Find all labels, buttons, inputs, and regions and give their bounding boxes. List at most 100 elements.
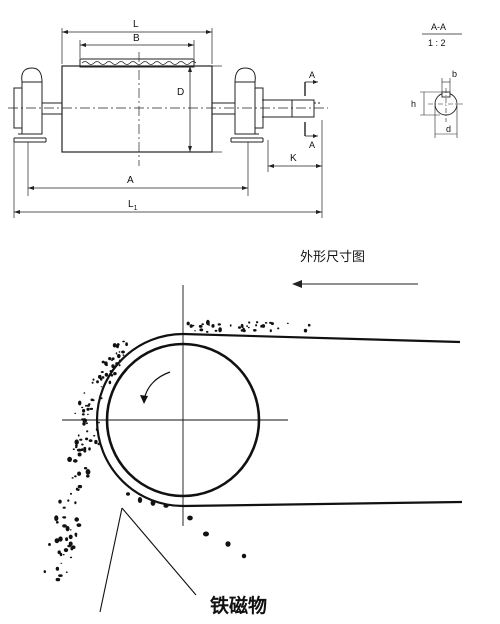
particle [100,371,104,373]
particle [82,408,86,413]
particle [118,364,121,367]
left-bearing-housing [13,67,47,143]
particle [67,499,70,502]
particle [214,329,218,332]
particle [277,327,280,330]
particle [75,444,78,448]
particle [126,492,130,496]
particle [74,532,78,537]
particle [70,492,72,495]
section-scale: 1 : 2 [428,38,446,48]
belt-wrap [95,332,184,508]
particle [71,477,74,479]
particle [303,328,308,333]
particle [83,448,87,453]
particle [58,574,63,577]
particle [163,504,169,508]
particle [248,321,251,324]
particle [241,553,247,559]
particle [118,351,121,353]
particle [122,354,125,356]
particle [261,324,266,328]
particle [247,326,250,329]
belt-top-run [182,332,461,344]
particle [225,541,231,547]
particle [116,343,120,346]
particle [67,456,72,462]
particle [96,380,99,384]
particle [110,374,114,377]
particle [108,380,112,385]
particle [67,544,72,548]
particle [137,497,143,503]
particle [62,516,66,519]
particle [100,377,103,381]
particle [69,556,73,559]
particle [80,448,84,451]
particle [118,359,121,362]
particle [286,322,289,324]
particle [115,362,119,366]
rotation-arrow [143,371,171,401]
rotation-arrow-head [140,395,148,404]
particle [57,550,61,555]
particle [229,324,232,327]
particle [69,529,72,531]
particle [86,407,90,411]
magnet-strip-pattern [81,61,197,65]
drum-body [61,65,213,153]
label-L: L [133,19,139,30]
particle [240,323,244,328]
particle [78,400,82,406]
particle [246,325,248,328]
label-b: b [452,69,457,79]
particle [97,442,100,446]
particle [125,342,128,347]
particle [111,364,115,368]
particle [82,421,86,426]
particle [55,566,60,571]
particle [85,469,91,475]
particle [108,357,112,361]
particle [77,452,82,457]
particle [77,434,80,437]
particle [93,434,96,437]
particle [121,350,125,354]
particle [201,323,204,326]
particle [208,324,210,326]
particle [218,330,221,333]
particle [81,413,85,416]
particle [74,475,77,478]
particle [62,524,67,528]
particle [198,324,203,328]
particle [255,324,258,327]
particle [260,325,262,328]
figure-caption: 外形尺寸图 [300,250,365,265]
particle [242,327,245,331]
particle [150,500,156,506]
particle [55,577,61,582]
particle [76,448,82,452]
particle [101,360,105,364]
particle [194,330,196,332]
direction-arrow [292,280,418,288]
pulley-drawing [8,28,328,218]
particle [62,506,66,509]
particle [75,535,78,538]
particle [237,326,242,329]
particle [83,467,88,470]
particle [74,412,77,414]
label-d: d [446,124,451,134]
particle [269,329,272,333]
label-A: A [127,175,134,186]
particle [74,517,79,522]
section-title: A-A [431,22,446,32]
particle [76,523,82,527]
particle [73,459,78,463]
particle [81,406,84,409]
particle [77,471,82,476]
label-pointer [99,507,197,613]
particle [79,438,83,441]
particle [253,329,257,332]
